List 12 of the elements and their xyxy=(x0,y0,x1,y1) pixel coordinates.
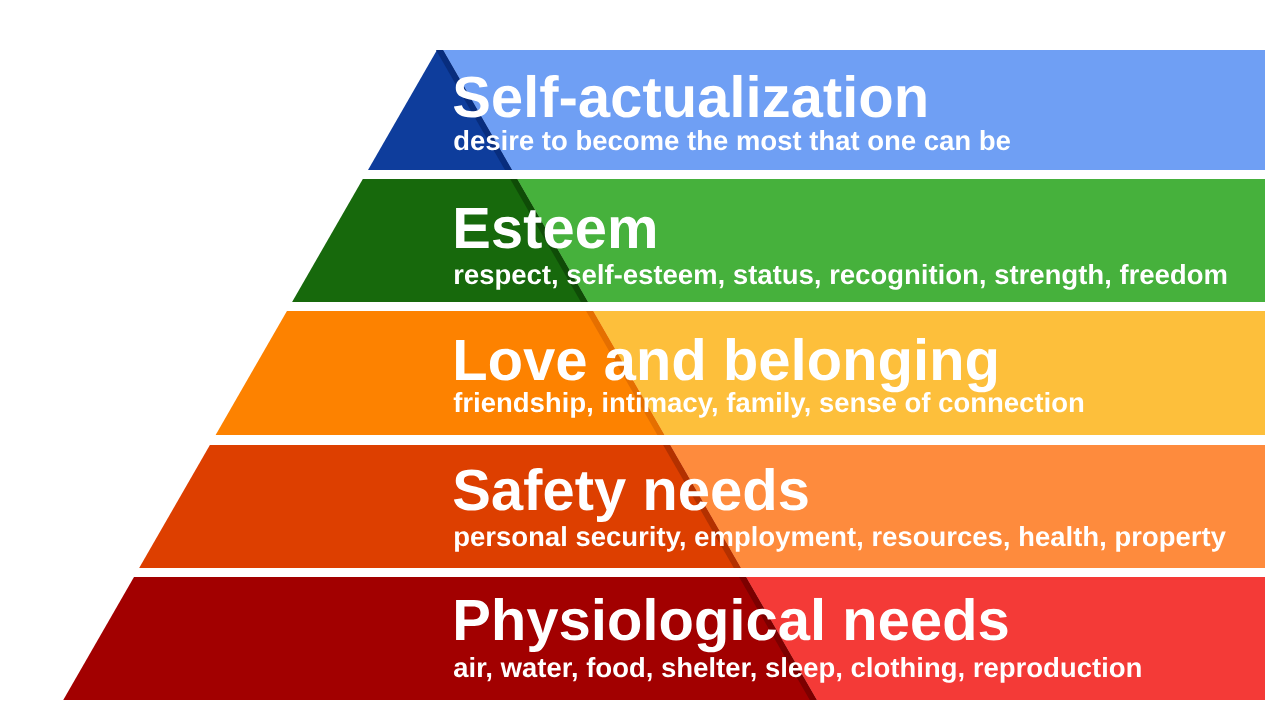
pyramid-tier xyxy=(63,577,1265,700)
tier-heading: Esteem xyxy=(456,208,655,249)
pyramid-tier xyxy=(139,445,1265,568)
tier-description: respect, self-esteem, status, recognition, strength, freedom xyxy=(455,264,1227,290)
pyramid-tier xyxy=(215,311,1265,435)
tier-description: personal security, employment, resources, health, property xyxy=(455,526,1226,552)
tier-heading: Love and belonging xyxy=(456,337,997,393)
tier-description: friendship, intimacy, family, sense of connection xyxy=(453,392,1084,418)
pyramid-tier xyxy=(292,179,1265,302)
tier-heading: Physiological needs xyxy=(456,597,1008,653)
tier-heading: Safety needs xyxy=(453,467,808,522)
tier-description: desire to become the most that one can be xyxy=(454,130,1010,151)
